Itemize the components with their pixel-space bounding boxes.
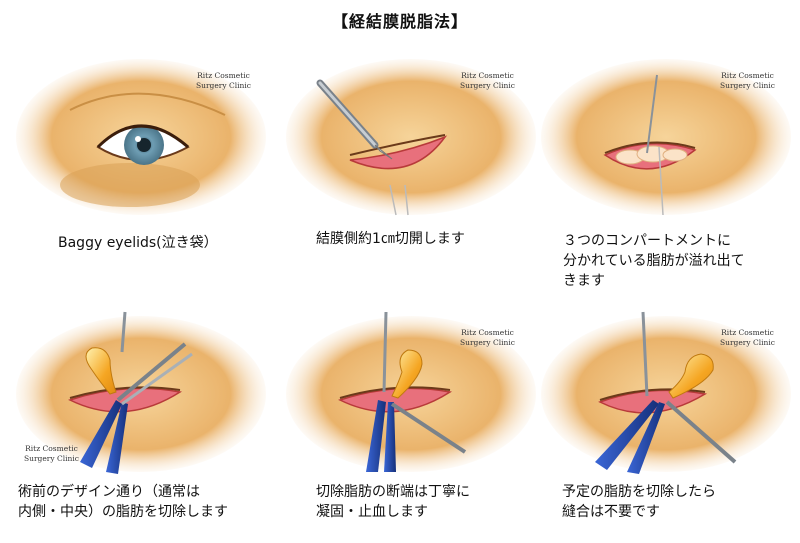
caption-4: 術前のデザイン通り（通常は 内側・中央）の脂肪を切除します: [18, 484, 228, 520]
panel-baggy-eyelids: [10, 55, 272, 215]
scissors-icon: [641, 311, 737, 464]
scalpel-icon: [316, 79, 393, 160]
diagram-title: 【経結膜脱脂法】: [331, 12, 468, 31]
eye-illustration: [16, 59, 266, 215]
caption-5: 切除脂肪の断端は丁寧に 凝固・止血します: [316, 484, 470, 520]
forceps-icon: [595, 400, 665, 474]
forceps-icon: [80, 400, 128, 474]
fat-excision-illustration: [16, 311, 266, 474]
caption-2: 結膜側約1㎝切開します: [316, 231, 465, 247]
caption-1: Baggy eyelids(泣き袋）: [58, 235, 218, 251]
caption-6: 予定の脂肪を切除したら 縫合は不要です: [562, 484, 716, 520]
caption-3: ３つのコンパートメントに 分かれている脂肪が溢れ出て きます: [563, 233, 745, 289]
conjunctiva: [349, 135, 448, 170]
forceps-icon: [366, 400, 396, 472]
cautery-icon: [382, 311, 467, 454]
retractor-icon: [646, 74, 664, 216]
fat-protrusion-illustration: [541, 59, 791, 216]
incision-illustration: [286, 59, 536, 216]
scissors-icon: [116, 342, 193, 406]
no-suture-illustration: [541, 311, 791, 474]
coagulation-illustration: [286, 311, 536, 472]
